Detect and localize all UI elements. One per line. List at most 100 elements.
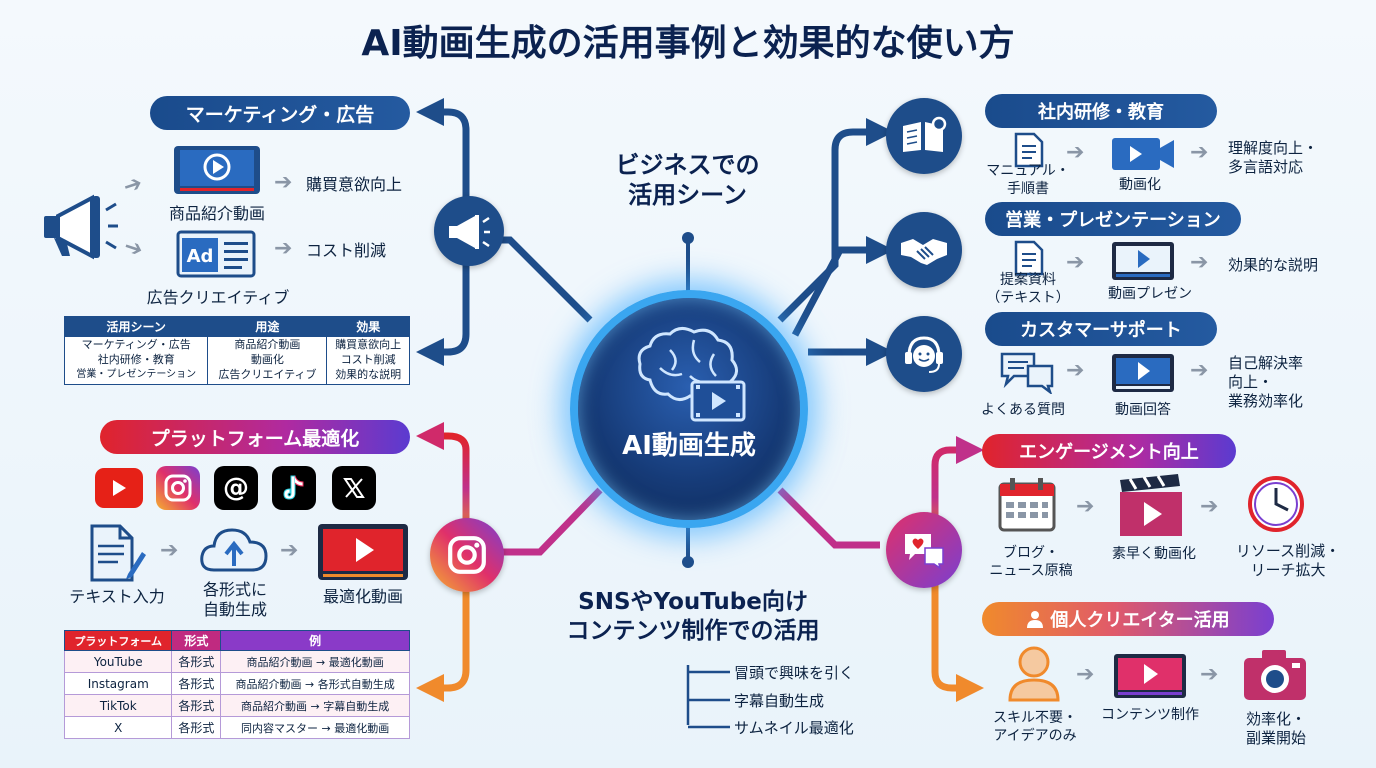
marketing-header: マーケティング・広告 <box>150 96 410 130</box>
sales-header: 営業・プレゼンテーション <box>985 202 1241 236</box>
creator-result: 効率化・ 副業開始 <box>1245 710 1306 747</box>
table-header: 活用シーン <box>63 316 209 337</box>
document-pencil-icon <box>90 524 146 582</box>
optimized-video-label: 最適化動画 <box>322 587 403 606</box>
content-creation-label: コンテンツ制作 <box>1101 707 1199 723</box>
video-answer-icon <box>1112 354 1174 392</box>
center-label: AI動画生成 <box>622 431 756 461</box>
sales-hub <box>886 212 962 288</box>
table-row: マーケティング・広告 社内研修・教育 営業・プレゼンテーション 商品紹介動画 動… <box>63 336 410 385</box>
person-icon <box>1027 611 1044 628</box>
creator-header: 個人クリエイター活用 <box>982 602 1274 636</box>
ad-creative-icon: Ad <box>176 230 256 278</box>
ad-creative-label: 広告クリエイティブ <box>146 288 290 307</box>
arrow-icon: ➔ <box>280 538 299 563</box>
proposal-label: 提案資料 （テキスト） <box>986 272 1070 306</box>
chat-bubbles-icon <box>1000 352 1054 394</box>
content-video-icon <box>1114 654 1186 698</box>
arrow-icon: ➔ <box>1066 250 1085 275</box>
page-title: AI動画生成の活用事例と効果的な使い方 <box>361 23 1015 64</box>
chat-heart-icon <box>905 534 944 570</box>
table-cell: マーケティング・広告 社内研修・教育 営業・プレゼンテーション <box>63 336 209 385</box>
text-input-label: テキスト入力 <box>69 587 165 606</box>
instagram-icon <box>156 466 200 510</box>
megaphone-icon <box>44 194 118 260</box>
handshake-icon <box>901 239 947 265</box>
quick-video-label: 素早く動画化 <box>1112 546 1196 562</box>
video-answer-label: 動画回答 <box>1115 402 1171 418</box>
no-skill-label: スキル不要・ アイデアのみ <box>993 710 1077 744</box>
video-conversion-label: 動画化 <box>1119 177 1161 193</box>
video-camera-icon <box>1112 138 1174 170</box>
brain-video-icon <box>637 327 746 422</box>
arrow-icon: ➔ <box>1190 140 1209 165</box>
threads-icon: @ <box>214 466 258 510</box>
marketing-result-2: コスト削減 <box>306 241 387 260</box>
calendar-icon <box>998 478 1056 532</box>
engagement-header: エンゲージメント向上 <box>982 434 1236 468</box>
marketing-result-1: 購買意欲向上 <box>306 175 403 194</box>
arrow-icon: ➔ <box>1076 662 1095 687</box>
table-cell: 購買意欲向上 コスト削減 効果的な説明 <box>326 336 410 385</box>
ad-text: Ad <box>187 246 214 267</box>
faq-label: よくある質問 <box>981 402 1065 418</box>
auto-generate-label: 各形式に 自動生成 <box>202 580 267 619</box>
arrow-icon: ➔ <box>274 170 293 195</box>
tiktok-icon <box>272 466 316 510</box>
engagement-result: リソース削減・ リーチ拡大 <box>1235 542 1341 579</box>
product-video-icon <box>174 146 260 194</box>
presentation-screen-icon <box>1112 242 1174 280</box>
sales-result: 効果的な説明 <box>1228 256 1319 274</box>
youtube-icon <box>95 468 143 508</box>
table-header: プラットフォーム <box>63 630 173 651</box>
megaphone-icon <box>449 215 490 249</box>
instagram-hub <box>430 518 504 592</box>
manual-document-icon <box>1014 132 1044 168</box>
headset-icon <box>905 336 943 373</box>
platform-header: プラットフォーム最適化 <box>100 420 410 454</box>
marketing-table: 活用シーン 用途 効果 マーケティング・広告 社内研修・教育 営業・プレゼンテー… <box>63 316 410 385</box>
table-header: 用途 <box>207 316 328 337</box>
sns-bullet-3: サムネイル最適化 <box>734 719 854 737</box>
business-scene-title: ビジネスでの 活用シーン <box>615 151 760 209</box>
arrow-icon: ➔ <box>1190 250 1209 275</box>
training-result: 理解度向上・ 多言語対応 <box>1228 139 1319 176</box>
marketing-hub <box>434 196 504 266</box>
person-icon <box>1008 646 1060 702</box>
manual-label: マニュアル・ 手順書 <box>986 163 1070 197</box>
x-icon <box>332 466 376 510</box>
proposal-document-icon <box>1014 240 1044 276</box>
support-hub <box>886 316 962 392</box>
table-header: 効果 <box>326 316 410 337</box>
table-header: 形式 <box>171 630 222 651</box>
arrow-icon: ➔ <box>160 538 179 563</box>
arrow-icon: ➔ <box>274 236 293 261</box>
arrow-icon: ➔ <box>1066 358 1085 383</box>
engagement-hub <box>886 512 962 588</box>
sns-bullet-2: 字幕自動生成 <box>734 692 825 710</box>
table-cell: 商品紹介動画 動画化 広告クリエイティブ <box>207 336 328 385</box>
support-header: カスタマーサポート <box>985 312 1217 346</box>
video-presentation-label: 動画プレゼン <box>1108 286 1192 302</box>
arrow-icon: ➔ <box>1076 494 1095 519</box>
sns-scene-title: SNSやYouTube向け コンテンツ制作での活用 <box>566 589 820 644</box>
arrow-icon: ➔ <box>1190 358 1209 383</box>
arrow-icon: ➔ <box>1066 140 1085 165</box>
center-hub <box>570 290 808 528</box>
instagram-icon <box>448 536 486 574</box>
blog-news-label: ブログ・ ニュース原稿 <box>989 545 1073 579</box>
table-header: 例 <box>220 630 410 651</box>
sns-bullet-1: 冒頭で興味を引く <box>734 664 855 682</box>
book-gear-icon <box>903 116 947 152</box>
arrow-icon: ➔ <box>1200 662 1219 687</box>
support-result: 自己解決率 向上・ 業務効率化 <box>1228 354 1304 410</box>
clock-icon <box>1248 476 1304 532</box>
camera-icon <box>1244 650 1306 700</box>
product-video-label: 商品紹介動画 <box>168 204 265 223</box>
